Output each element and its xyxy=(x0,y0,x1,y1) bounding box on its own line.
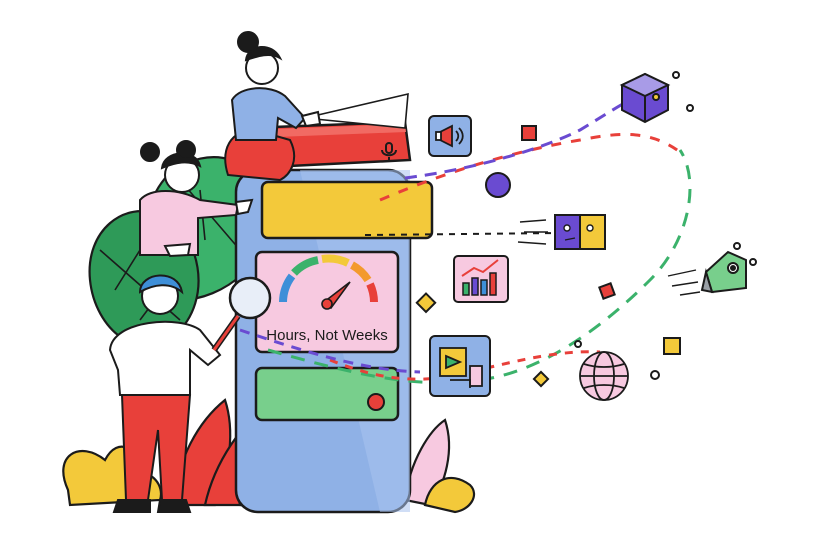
gauge-needle xyxy=(321,281,351,310)
motion-lines xyxy=(517,219,548,245)
person-middle xyxy=(139,140,254,258)
face-card-icon xyxy=(563,224,594,241)
person-top xyxy=(224,31,322,182)
microphone-icon xyxy=(381,142,397,162)
yellow-card xyxy=(260,180,434,240)
record-dot xyxy=(367,393,385,411)
floating-shapes xyxy=(415,71,694,388)
tag-icon xyxy=(727,262,739,274)
video-editor-icon xyxy=(439,347,483,388)
cube-tile xyxy=(619,72,671,124)
magnifier xyxy=(211,276,272,352)
tag-tile xyxy=(667,242,757,296)
chart-tile xyxy=(453,255,509,303)
magnifier-icon xyxy=(211,276,272,352)
person-bottom xyxy=(108,274,222,513)
globe-icon xyxy=(579,351,629,401)
globe-tile xyxy=(579,351,629,401)
gauge-label: Hours, Not Weeks xyxy=(266,327,387,344)
megaphone-tile xyxy=(428,115,472,157)
data-paths xyxy=(239,98,692,385)
megaphone-icon xyxy=(435,124,464,148)
video-editor-tile xyxy=(429,335,491,397)
gauge-card: Hours, Not Weeks xyxy=(254,250,400,354)
cube-icon xyxy=(652,93,660,101)
flag-sheet xyxy=(304,92,409,129)
face-card-tile xyxy=(554,214,606,250)
line-chart-icon xyxy=(461,259,499,296)
gauge xyxy=(279,254,378,303)
green-card xyxy=(254,366,400,422)
